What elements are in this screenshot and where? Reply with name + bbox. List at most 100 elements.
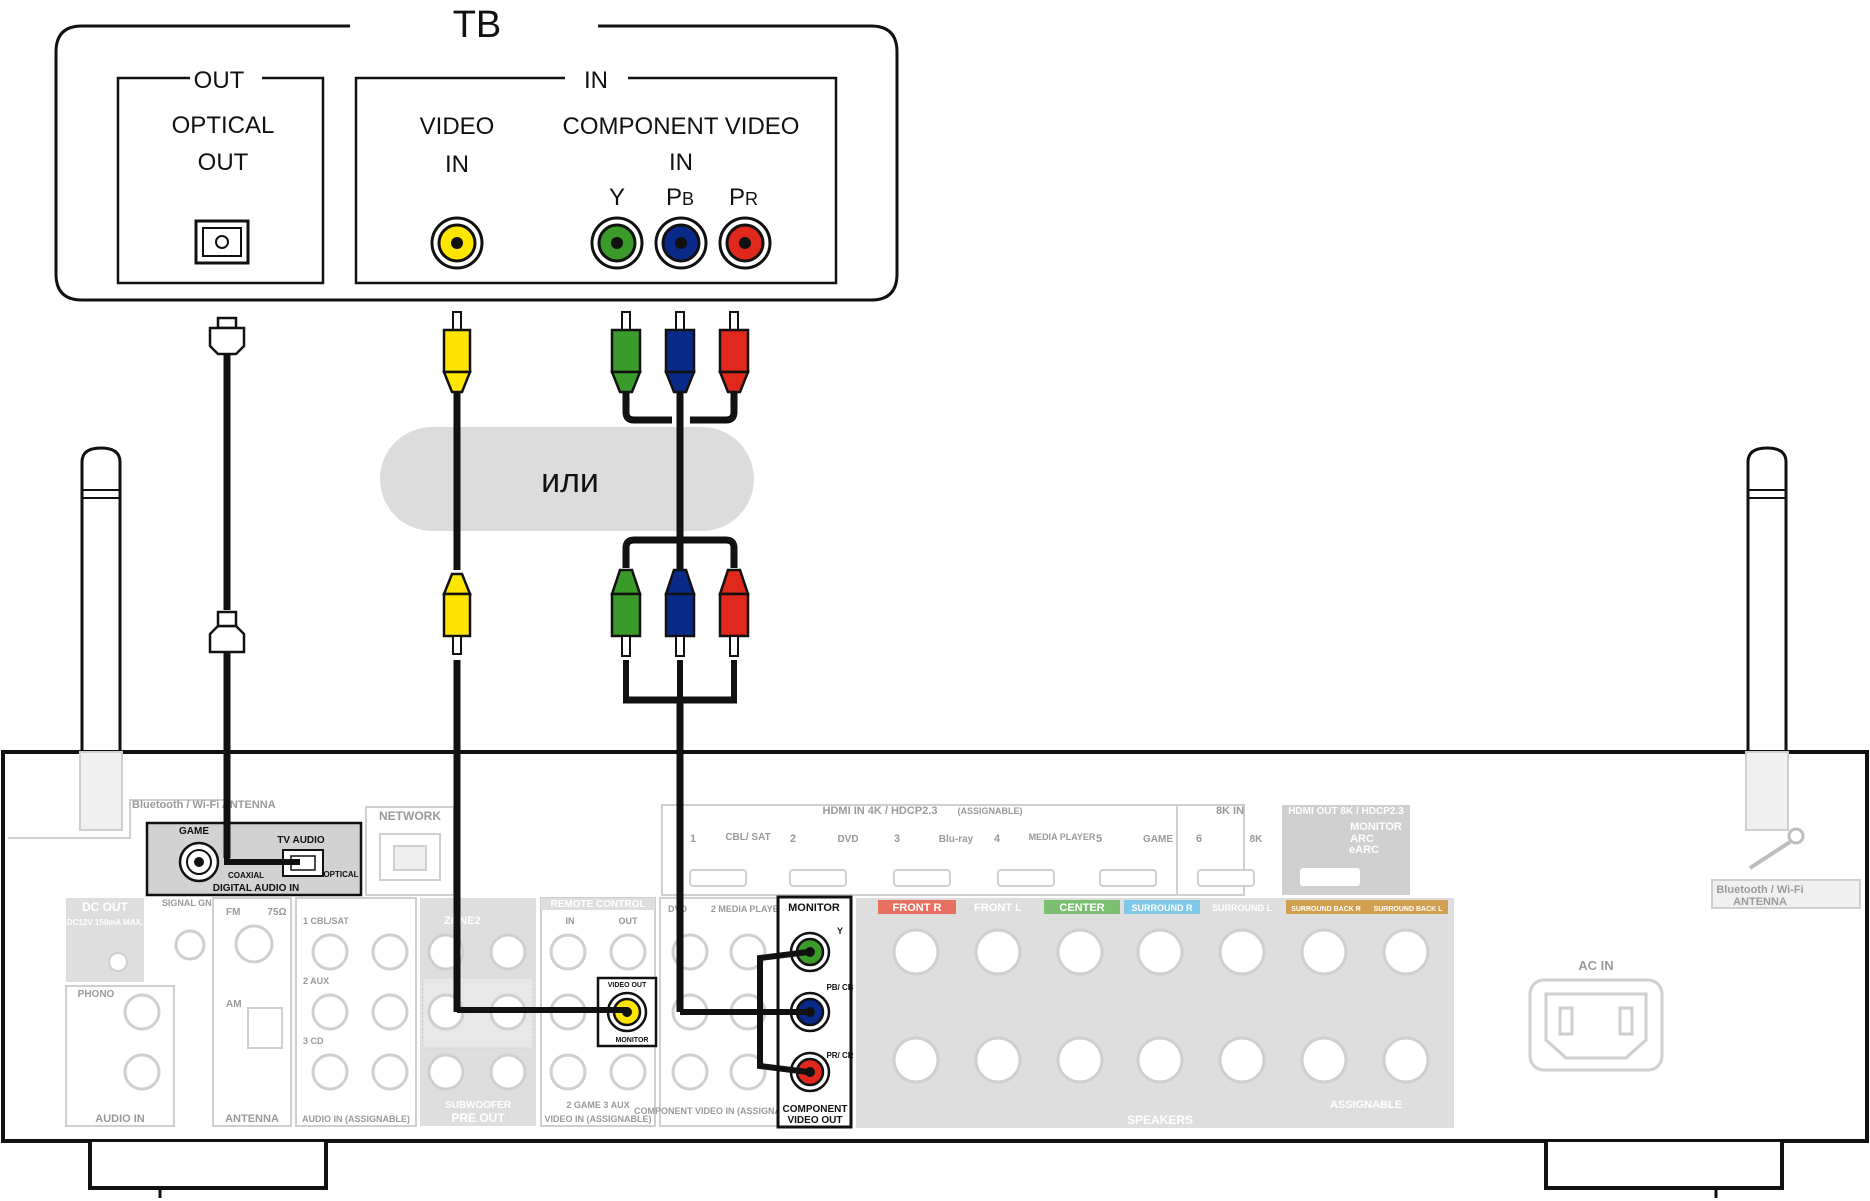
dc-out-panel: DC OUT DC12V 150mA MAX.: [66, 898, 144, 982]
svg-text:DVD: DVD: [837, 834, 858, 845]
or-label: или: [541, 462, 599, 500]
svg-text:MONITOR: MONITOR: [788, 902, 840, 914]
svg-text:2 AUX: 2 AUX: [303, 976, 329, 986]
svg-text:PB/ CB: PB/ CB: [826, 983, 853, 992]
svg-text:CENTER: CENTER: [1059, 902, 1104, 914]
svg-text:DC OUT: DC OUT: [82, 900, 129, 914]
antenna-terminal-panel: FM 75Ω AM ANTENNA: [212, 897, 292, 1127]
svg-text:FRONT L: FRONT L: [974, 902, 1022, 914]
rca-plug-icon: [718, 311, 750, 394]
antenna-icon: [80, 446, 122, 832]
svg-text:2 GAME 3 AUX: 2 GAME 3 AUX: [566, 1100, 629, 1110]
tv-out-section-label: OUT: [194, 67, 245, 94]
svg-text:COAXIAL: COAXIAL: [228, 871, 264, 880]
rca-jack-icon: [654, 216, 708, 270]
speaker-terminals-panel: FRONT R FRONT L CENTER SURROUND R SURROU…: [856, 898, 1454, 1128]
svg-text:SIGNAL GND: SIGNAL GND: [162, 898, 219, 908]
svg-text:R: R: [745, 189, 758, 209]
hdmi-out-panel: HDMI OUT 8K / HDCP2.3 MONITOR ARC eARC: [1282, 805, 1410, 895]
rca-plug-icon: [610, 568, 642, 657]
svg-text:AM: AM: [226, 999, 242, 1010]
svg-text:SURROUND BACK R: SURROUND BACK R: [1291, 906, 1361, 913]
svg-text:COMPONENT VIDEO IN (ASSIGNABLE: COMPONENT VIDEO IN (ASSIGNABLE): [634, 1106, 802, 1116]
pr-label: P R: [729, 184, 758, 211]
svg-text:8K: 8K: [1250, 834, 1264, 845]
component-in-label-2: IN: [669, 149, 693, 176]
svg-text:FRONT R: FRONT R: [893, 902, 942, 914]
analog-audio-in-panel: 1 CBL/SAT 2 AUX 3 CD AUDIO IN (ASSIGNABL…: [295, 897, 417, 1127]
rca-plug-icon: [442, 572, 472, 655]
svg-text:SURROUND BACK L: SURROUND BACK L: [1374, 906, 1444, 913]
svg-text:GAME: GAME: [179, 826, 209, 837]
optical-plug-icon: [208, 610, 246, 654]
svg-text:FM: FM: [226, 907, 240, 918]
antenna-icon: [1746, 446, 1788, 832]
svg-text:B: B: [682, 189, 694, 209]
digital-audio-in-panel: GAME TV AUDIO COAXIAL OPTICAL DIGITAL AU…: [145, 821, 363, 897]
ac-inlet-icon: AC IN: [1528, 958, 1664, 1072]
rca-plug-icon: [442, 311, 472, 394]
rca-jack-icon: [430, 216, 484, 270]
svg-text:TV AUDIO: TV AUDIO: [277, 835, 325, 846]
svg-text:(ASSIGNABLE): (ASSIGNABLE): [958, 806, 1023, 816]
pb-label: P B: [666, 184, 694, 211]
svg-text:VIDEO OUT: VIDEO OUT: [608, 982, 647, 989]
svg-text:VIDEO IN (ASSIGNABLE): VIDEO IN (ASSIGNABLE): [544, 1114, 651, 1124]
svg-text:ARC: ARC: [1350, 833, 1374, 845]
svg-text:PRE OUT: PRE OUT: [451, 1111, 505, 1125]
tv-panel: ТВ OUT OPTICAL OUT IN VIDEO IN COMPONENT…: [54, 4, 899, 302]
composite-video-cable: [442, 311, 627, 1013]
optical-cable: [208, 316, 300, 865]
svg-text:AUDIO IN: AUDIO IN: [95, 1113, 145, 1125]
svg-text:OPTICAL: OPTICAL: [323, 870, 358, 879]
svg-text:AC IN: AC IN: [1578, 958, 1613, 973]
svg-text:DIGITAL AUDIO IN: DIGITAL AUDIO IN: [213, 883, 299, 894]
svg-text:1: 1: [690, 833, 696, 845]
svg-text:3: 3: [894, 833, 900, 845]
hdmi-port-icon: [689, 869, 747, 887]
ethernet-port-icon: NETWORK: [365, 806, 455, 896]
av-receiver: Bluetooth / Wi-Fi ANTENNA Bluetooth / Wi…: [1, 446, 1869, 1198]
svg-text:2: 2: [790, 833, 796, 845]
svg-text:P: P: [666, 184, 682, 211]
svg-text:4: 4: [994, 833, 1001, 845]
hdmi-in-panel: HDMI IN 4K / HDCP2.3 (ASSIGNABLE) 8K IN …: [661, 804, 1264, 896]
svg-text:COMPONENT: COMPONENT: [783, 1104, 848, 1115]
network-label: NETWORK: [379, 809, 441, 823]
svg-text:IN: IN: [566, 916, 575, 926]
svg-text:Y: Y: [837, 926, 843, 936]
svg-text:SUBWOOFER: SUBWOOFER: [445, 1100, 512, 1111]
svg-text:2 MEDIA PLAYER: 2 MEDIA PLAYER: [711, 904, 786, 914]
y-label: Y: [609, 184, 625, 211]
or-badge: или: [380, 427, 754, 531]
svg-text:6: 6: [1196, 833, 1202, 845]
tv-in-section-label: IN: [584, 67, 608, 94]
optical-plug-icon: [208, 316, 246, 356]
optical-out-label-2: OUT: [198, 149, 249, 176]
svg-text:ZONE2: ZONE2: [444, 915, 481, 927]
optical-out-label-1: OPTICAL: [172, 112, 275, 139]
svg-text:ASSIGNABLE: ASSIGNABLE: [1330, 1099, 1402, 1111]
svg-text:PR/ CR: PR/ CR: [826, 1051, 853, 1060]
optical-port-icon: [194, 219, 250, 265]
hdmi-port-icon: [1197, 869, 1255, 887]
tv-title: ТВ: [453, 4, 502, 46]
svg-text:HDMI IN 4K / HDCP2.3: HDMI IN 4K / HDCP2.3: [823, 805, 938, 817]
svg-text:GAME: GAME: [1143, 834, 1173, 845]
svg-text:SURROUND R: SURROUND R: [1131, 903, 1193, 913]
bt-antenna-label-left: Bluetooth / Wi-Fi ANTENNA: [132, 799, 276, 811]
svg-text:PHONO: PHONO: [78, 989, 115, 1000]
svg-text:P: P: [729, 184, 745, 211]
svg-text:MONITOR: MONITOR: [616, 1037, 649, 1044]
svg-text:CBL/ SAT: CBL/ SAT: [725, 832, 770, 843]
phono-panel: PHONO AUDIO IN SIGNAL GND: [65, 898, 219, 1127]
svg-text:eARC: eARC: [1349, 844, 1379, 856]
bt-antenna-label-right-2: ANTENNA: [1733, 896, 1787, 908]
svg-text:MONITOR: MONITOR: [1350, 821, 1402, 833]
svg-text:VIDEO OUT: VIDEO OUT: [787, 1115, 842, 1126]
component-video-cable: [610, 311, 809, 1075]
svg-text:REMOTE CONTROL: REMOTE CONTROL: [551, 899, 646, 910]
hdmi-port-icon: [893, 869, 951, 887]
video-in-label-2: IN: [445, 151, 469, 178]
